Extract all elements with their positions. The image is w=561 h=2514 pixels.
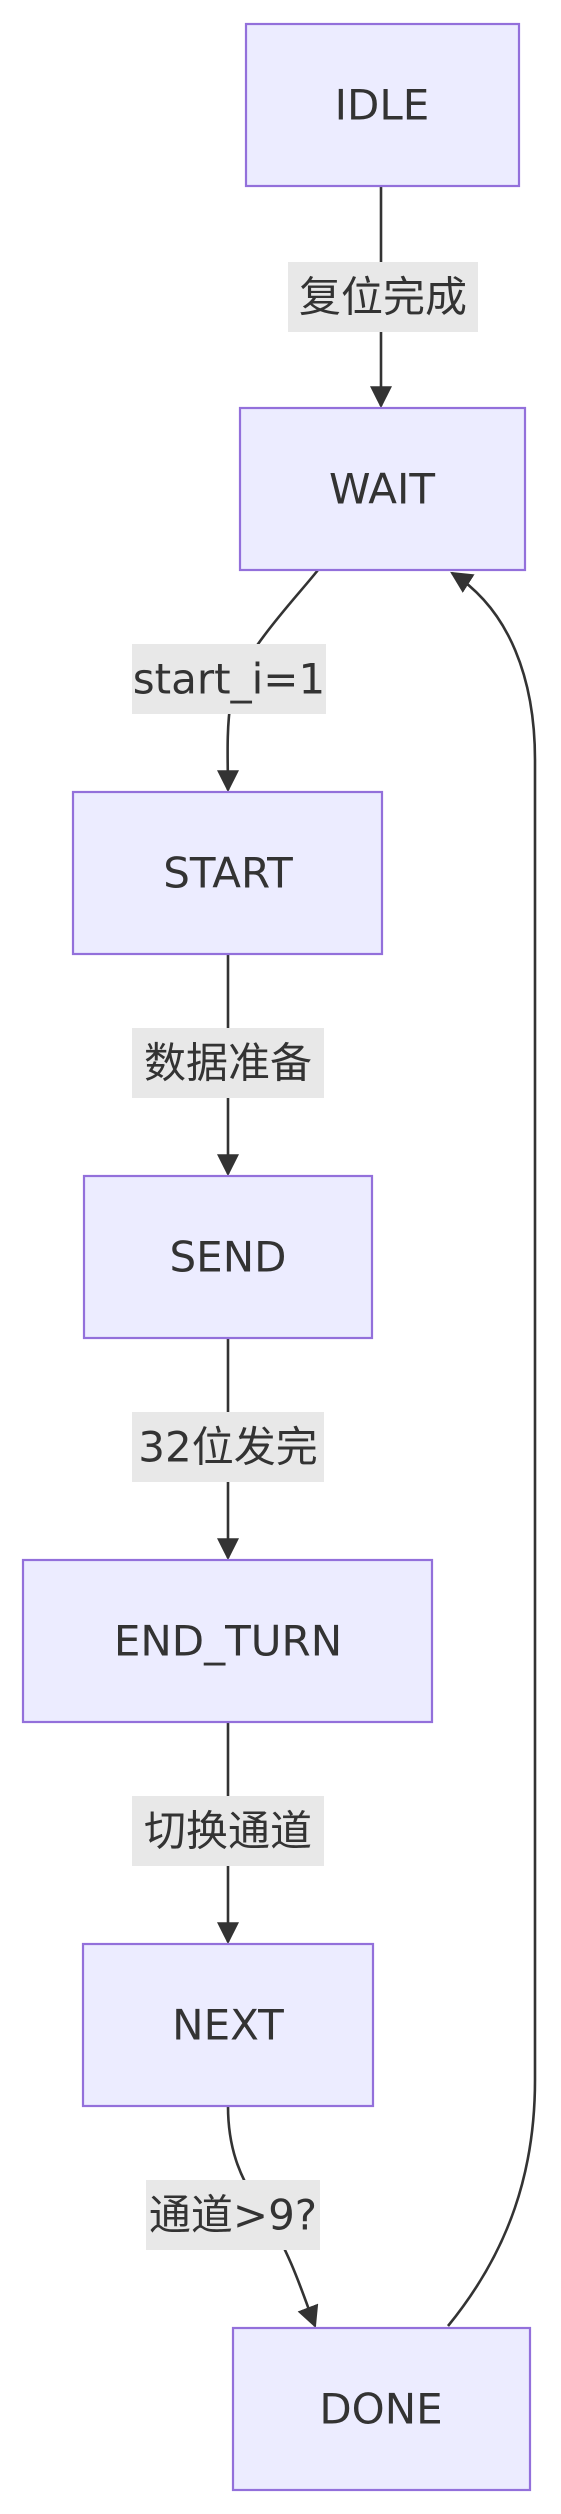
- node-done: DONE: [231, 2326, 532, 2492]
- edge-label-next-done: 通道>9?: [146, 2180, 320, 2250]
- edge-label-wait-start: start_i=1: [132, 644, 326, 714]
- node-next-label: NEXT: [172, 2001, 284, 2050]
- edge-label-text: 通道>9?: [149, 2191, 317, 2240]
- node-end-turn: END_TURN: [21, 1558, 434, 1724]
- nodes: IDLE WAIT START SEND END_TURN NEXT DONE: [21, 22, 532, 2492]
- edge-labels: 复位完成 start_i=1 数据准备 32位发完 切换通道 通道>9?: [132, 262, 478, 2250]
- node-send-label: SEND: [170, 1233, 287, 1282]
- edge-label-text: 切换通道: [144, 1807, 312, 1856]
- edge-label-endturn-next: 切换通道: [132, 1796, 324, 1866]
- node-start-label: START: [163, 849, 293, 898]
- edge-label-text: 数据准备: [144, 1039, 312, 1088]
- node-idle-label: IDLE: [335, 81, 430, 130]
- edge-label-text: 复位完成: [299, 273, 467, 322]
- node-start: START: [71, 790, 384, 956]
- edge-label-send-endturn: 32位发完: [132, 1412, 324, 1482]
- edge-label-start-send: 数据准备: [132, 1028, 324, 1098]
- edge-label-idle-wait: 复位完成: [288, 262, 478, 332]
- edge-done-wait: [446, 571, 537, 2327]
- node-send: SEND: [82, 1174, 374, 1340]
- edge-label-text: 32位发完: [138, 1423, 317, 1472]
- node-idle: IDLE: [244, 22, 521, 188]
- node-wait: WAIT: [238, 406, 527, 572]
- node-end-turn-label: END_TURN: [114, 1617, 342, 1666]
- node-done-label: DONE: [319, 2385, 442, 2434]
- edge-label-text: start_i=1: [133, 655, 325, 704]
- node-wait-label: WAIT: [329, 465, 435, 514]
- node-next: NEXT: [81, 1942, 375, 2108]
